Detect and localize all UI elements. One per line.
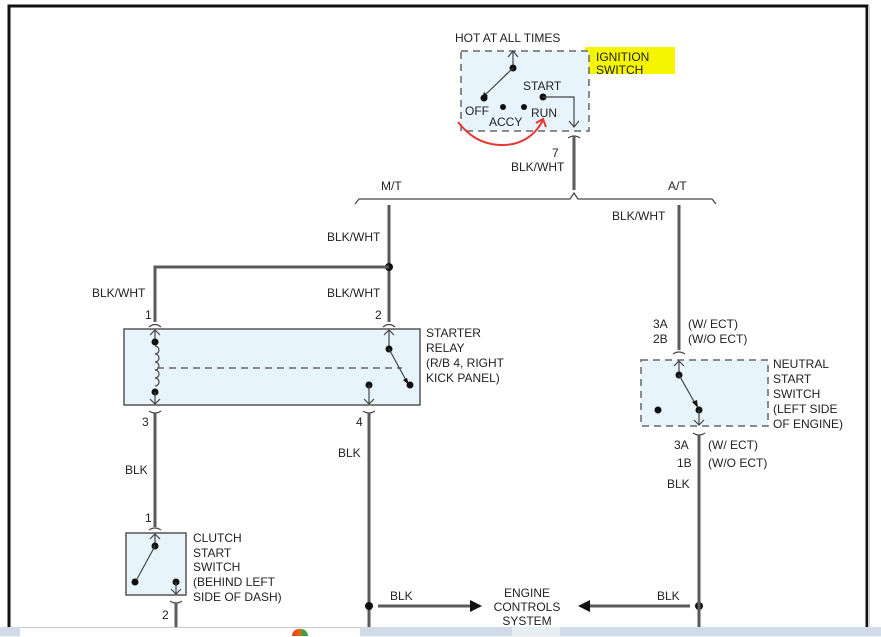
clutch-blade: [136, 545, 156, 580]
relay-connector-3: [148, 410, 162, 414]
relay-contact-blade: [388, 348, 408, 383]
ecs-label-3: SYSTEM: [502, 614, 551, 628]
ecs-label-1: ENGINE: [504, 586, 550, 600]
relay-label-2: RELAY: [426, 341, 464, 355]
nss-open-dot: [654, 406, 662, 414]
run-contact: [521, 104, 527, 110]
nss-pin-top-b-note: (W/O ECT): [688, 332, 747, 346]
coil-bottom-arrow: [149, 398, 161, 405]
relay-no-arrow: [363, 398, 375, 405]
relay-connector-1: [148, 323, 162, 328]
nss-label-5: OF ENGINE): [773, 417, 843, 431]
option-brace: [354, 191, 717, 205]
accy-label: ACCY: [489, 115, 522, 129]
clutch-pin-1: 1: [145, 511, 152, 525]
nss-pin-bottom-a-note: (W/ ECT): [708, 438, 758, 452]
right-ecs-arrow-icon: [578, 600, 590, 612]
nss-pin-top-b: 2B: [653, 332, 668, 346]
left-ecs-arrow-icon: [470, 600, 482, 612]
relay-label-1: STARTER: [426, 326, 481, 340]
clutch-contact-a: [131, 578, 139, 586]
off-contact: [480, 94, 488, 102]
red-annotation-arrowhead: [535, 117, 547, 128]
relay-left-wire-color: BLK/WHT: [92, 286, 146, 300]
clutch-label-5: SIDE OF DASH): [193, 590, 282, 604]
start-label: START: [523, 79, 562, 93]
nss-pin-top-a: 3A: [653, 317, 668, 331]
relay-pin-1: 1: [145, 308, 152, 322]
nss-pin-bottom-b: 1B: [677, 456, 692, 470]
clutch-connector-2: [169, 600, 183, 604]
nss-label-3: SWITCH: [773, 387, 820, 401]
run-label: RUN: [531, 106, 557, 120]
nss-blade-arrow: [692, 400, 698, 408]
hot-at-all-times-label: HOT AT ALL TIMES: [455, 31, 560, 45]
taskbar-strip: [0, 627, 881, 636]
clutch-pin-2: 2: [162, 608, 169, 622]
mt-wire-color: BLK/WHT: [327, 230, 381, 244]
nss-pin-bottom-a: 3A: [674, 438, 689, 452]
nss-pin-bottom-b-note: (W/O ECT): [708, 456, 767, 470]
off-label: OFF: [465, 104, 489, 118]
relay-label-3: (R/B 4, RIGHT: [426, 356, 505, 370]
clutch-label-2: START: [193, 546, 232, 560]
clutch-label-4: (BEHIND LEFT: [193, 575, 276, 589]
start-arrow: [568, 120, 580, 128]
relay-pin3-wire-color: BLK: [125, 463, 148, 477]
relay-pin4-wire-color: BLK: [338, 446, 361, 460]
nss-label-4: (LEFT SIDE: [773, 402, 837, 416]
left-ecs-splice-dot: [365, 602, 373, 610]
relay-right-wire-color: BLK/WHT: [327, 286, 381, 300]
clutch-label-1: CLUTCH: [193, 531, 242, 545]
clutch-label-3: SWITCH: [193, 560, 240, 574]
nss-label-2: START: [773, 372, 812, 386]
right-ecs-wire-color: BLK: [657, 589, 680, 603]
nss-connector-top: [672, 351, 686, 355]
nss-output-arrow: [693, 419, 705, 426]
app-icon: [292, 629, 308, 636]
coil-top-dot: [151, 338, 159, 346]
at-wire-color: BLK/WHT: [612, 209, 666, 223]
relay-coil-feed-wire: [153, 265, 389, 322]
clutch-output-arrow: [170, 588, 182, 595]
start-line: [543, 96, 575, 127]
nss-pin-top-a-note: (W/ ECT): [688, 317, 738, 331]
nss-label-1: NEUTRAL: [773, 357, 829, 371]
relay-pin-2: 2: [375, 308, 382, 322]
relay-pin-4: 4: [356, 415, 363, 429]
relay-label-4: KICK PANEL): [426, 371, 500, 385]
ecs-label-2: CONTROLS: [494, 600, 561, 614]
ign-blade: [483, 67, 514, 97]
at-label: A/T: [668, 179, 687, 193]
accy-contact: [500, 104, 506, 110]
browser-tab-secondary[interactable]: [512, 627, 560, 636]
left-ecs-wire-color: BLK: [390, 589, 413, 603]
ignition-switch-box: [460, 50, 590, 132]
nss-wire-color: BLK: [667, 477, 690, 491]
ignition-label-highlight: [585, 47, 675, 74]
nss-blade: [678, 374, 697, 406]
relay-connector-4: [362, 410, 376, 414]
red-annotation-arc: [457, 119, 544, 147]
browser-tab[interactable]: [20, 627, 360, 637]
ignition-switch-label-1: IGNITION: [596, 50, 649, 64]
relay-nc-dot: [406, 381, 414, 389]
relay-connector-2: [382, 323, 396, 328]
ign-pin-label: 7: [552, 146, 559, 160]
nss-connector-bottom: [692, 432, 706, 436]
ignition-switch-label-2: SWITCH: [596, 63, 643, 77]
ign-wire-color: BLK/WHT: [511, 160, 565, 174]
mt-label: M/T: [381, 179, 402, 193]
clutch-switch-box: [125, 532, 187, 596]
relay-pin-3: 3: [142, 415, 149, 429]
diagram-frame: [7, 4, 869, 636]
ign-input-arrow: [507, 50, 519, 58]
clutch-connector-1: [148, 527, 162, 531]
relay-coil-icon: [154, 345, 160, 387]
starter-relay-box: [123, 328, 421, 406]
neutral-start-switch-box: [640, 359, 769, 427]
